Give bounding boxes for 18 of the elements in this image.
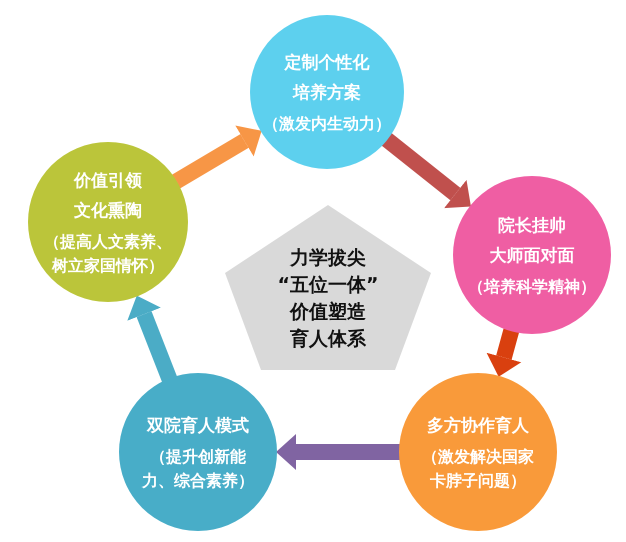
node-note: （提升创新能力、综合素养） <box>140 446 255 492</box>
node-note: （激发内生动力） <box>262 113 392 135</box>
node-title: 双院育人模式 <box>147 415 249 438</box>
node-title: 育人体系 <box>290 326 366 352</box>
node-title: 力学拔尖 <box>290 246 366 270</box>
node-title: 大师面对面 <box>490 245 574 268</box>
node-note: （培养科学精神） <box>467 276 597 298</box>
node-title: “五位一体” <box>278 272 378 298</box>
node-note: （激发解决国家卡脖子问题） <box>421 446 535 492</box>
node-title: 院长挂帅 <box>498 215 566 238</box>
node-title: 定制个性化 <box>284 52 370 75</box>
node-title: 培养方案 <box>293 82 361 105</box>
node-title: 价值引领 <box>74 170 142 193</box>
pentagon-node <box>225 205 431 370</box>
node-title: 价值塑造 <box>290 300 366 324</box>
node-note: （提高人文素养、树立家国情怀） <box>43 231 173 277</box>
node-title: 文化熏陶 <box>74 200 142 223</box>
node-title: 多方协作育人 <box>427 415 529 438</box>
